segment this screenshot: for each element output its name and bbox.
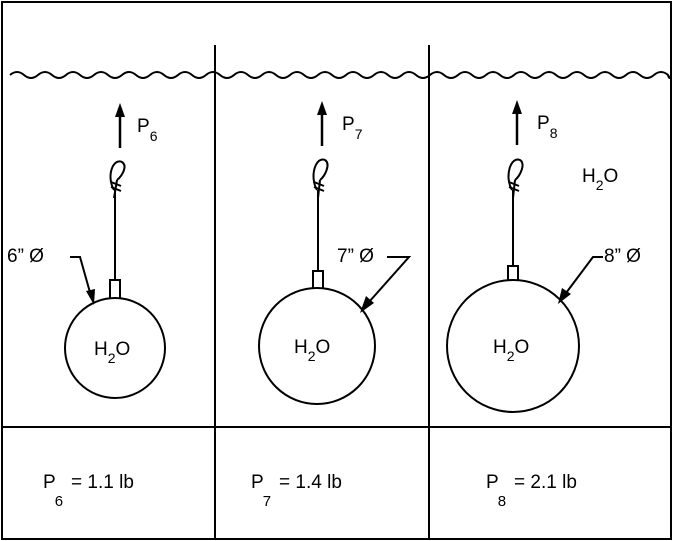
panel-8in: P8 H2O H2O 8” Ø P8= 2.1 lb [446,100,641,510]
water-surface [9,71,672,79]
diameter-label-8in: 8” Ø [604,246,641,267]
sphere-8in [446,279,580,413]
result-p6: P6= 1.1 lb [43,472,134,510]
leader-6in [70,256,95,305]
sphere-6in [64,297,166,399]
sphere-7in [258,287,376,405]
sphere-water-label: H2O [294,337,330,364]
sphere-water-label: H2O [493,337,529,364]
force-arrow-p7 [317,101,327,146]
suspension-string-p8 [507,158,524,289]
force-label-p7: P7 [342,114,363,142]
force-arrow-p6 [115,103,125,148]
force-arrow-p8 [512,100,522,145]
suspension-string-p6 [109,160,126,301]
result-p8: P8= 2.1 lb [486,472,577,510]
sphere-water-label: H2O [94,339,130,366]
force-label-p8: P8 [537,113,558,141]
panel-7in: P7 H2O 7” Ø P7= 1.4 lb [251,101,412,510]
suspension-string-p7 [312,158,329,292]
leader-8in [558,256,603,304]
diameter-label-7in: 7” Ø [337,246,374,267]
diameter-label-6in: 6” Ø [7,246,44,267]
panel-6in: P6 H2O 6” Ø P6= 1.1 lb [7,103,166,510]
fluid-water-label: H2O [582,166,618,193]
force-label-p6: P6 [137,116,158,144]
leader-7in [360,256,412,313]
result-p7: P7= 1.4 lb [251,472,342,510]
